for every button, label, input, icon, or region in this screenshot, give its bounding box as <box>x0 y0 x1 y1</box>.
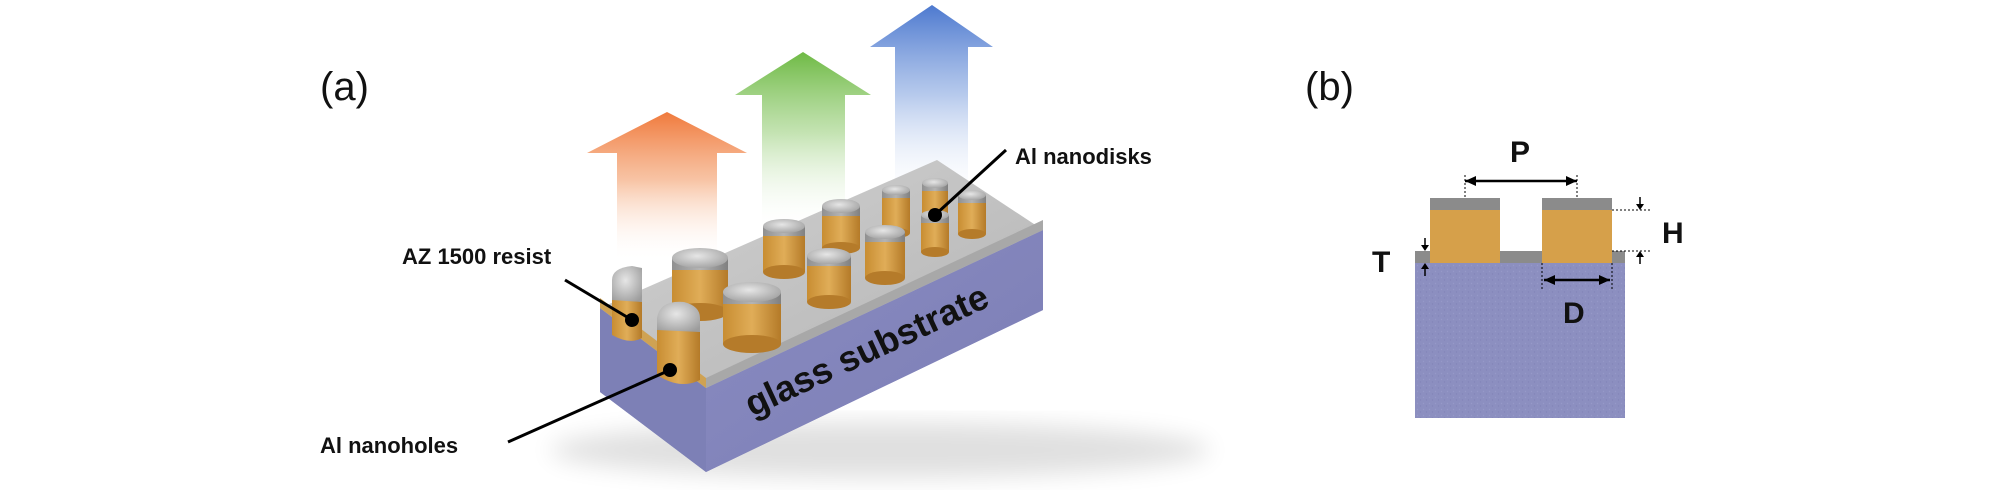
nanodisk <box>822 199 860 254</box>
diameter-dimension <box>1541 263 1613 290</box>
cross-section-resist-left <box>1430 210 1500 263</box>
thickness-label: T <box>1372 246 1390 279</box>
substrate-left-face <box>600 308 706 472</box>
cross-section-resist-right <box>1542 210 1612 263</box>
cross-section-substrate <box>1415 263 1625 418</box>
nanodisk-array <box>612 178 986 384</box>
resist-layer-edge-right <box>706 220 1043 388</box>
nanodisk <box>763 219 805 279</box>
nanodisk <box>958 190 986 239</box>
diameter-label: D <box>1563 297 1585 330</box>
blue-arrow-icon <box>870 5 993 206</box>
nanodisk <box>723 282 781 353</box>
emission-arrows <box>587 5 993 262</box>
panel-b: (b) P H <box>1305 65 1684 418</box>
nanodisks-callout-label: Al nanodisks <box>1015 144 1152 169</box>
resist-callout-label: AZ 1500 resist <box>402 244 552 269</box>
nanodisk <box>807 248 851 309</box>
cross-section-al-disk-left <box>1430 198 1500 210</box>
thickness-dimension <box>1421 238 1429 276</box>
callout-resist: AZ 1500 resist <box>402 244 639 327</box>
panel-a-label: (a) <box>320 65 369 109</box>
cut-nanodisk <box>612 266 642 341</box>
period-dimension <box>1464 175 1578 198</box>
callout-nanodisks: Al nanodisks <box>928 144 1152 222</box>
height-label: H <box>1662 217 1684 250</box>
height-dimension <box>1612 197 1652 264</box>
panel-b-label: (b) <box>1305 65 1354 109</box>
green-arrow-icon <box>735 52 871 232</box>
substrate-right-face <box>706 230 1043 472</box>
callout-nanoholes: Al nanoholes <box>320 363 677 458</box>
nanoholes-callout-label: Al nanoholes <box>320 433 458 458</box>
orange-arrow-icon <box>587 112 747 262</box>
cross-section-al-disk-right <box>1542 198 1612 210</box>
nanodisk <box>865 225 905 285</box>
block-shadow <box>550 422 1210 478</box>
period-label: P <box>1510 136 1530 169</box>
panel-a: (a) <box>320 5 1210 478</box>
